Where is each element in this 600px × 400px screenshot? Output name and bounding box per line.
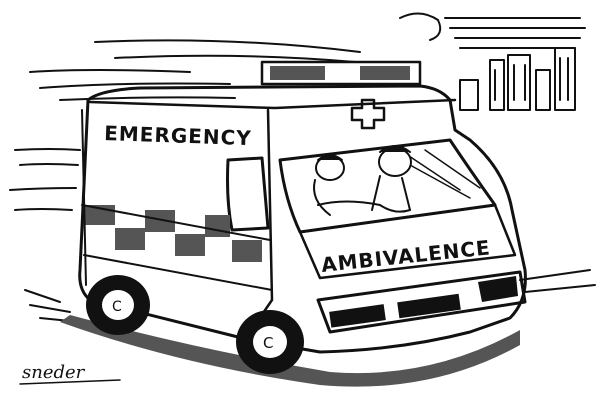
front-lettering: AMBIVALENCE <box>320 235 492 277</box>
light-bar <box>260 60 422 86</box>
crew-figures <box>313 145 412 216</box>
headlight <box>478 276 518 302</box>
ground-shadow <box>60 315 520 387</box>
wheel-hub-icon: C <box>263 334 273 352</box>
ambulance-body <box>78 84 527 354</box>
city-skyline <box>399 12 586 111</box>
side-lettering: EMERGENCY <box>104 121 252 150</box>
cross-icon <box>350 98 386 130</box>
front-wheel: C <box>236 310 304 374</box>
wheel-hub-icon: C <box>112 299 122 315</box>
rear-wheel: C <box>86 275 150 335</box>
front-bumper <box>316 270 527 334</box>
side-window <box>226 156 270 232</box>
artist-signature: sneder <box>22 362 86 383</box>
checker-band <box>81 204 273 291</box>
speed-lines <box>9 39 596 323</box>
